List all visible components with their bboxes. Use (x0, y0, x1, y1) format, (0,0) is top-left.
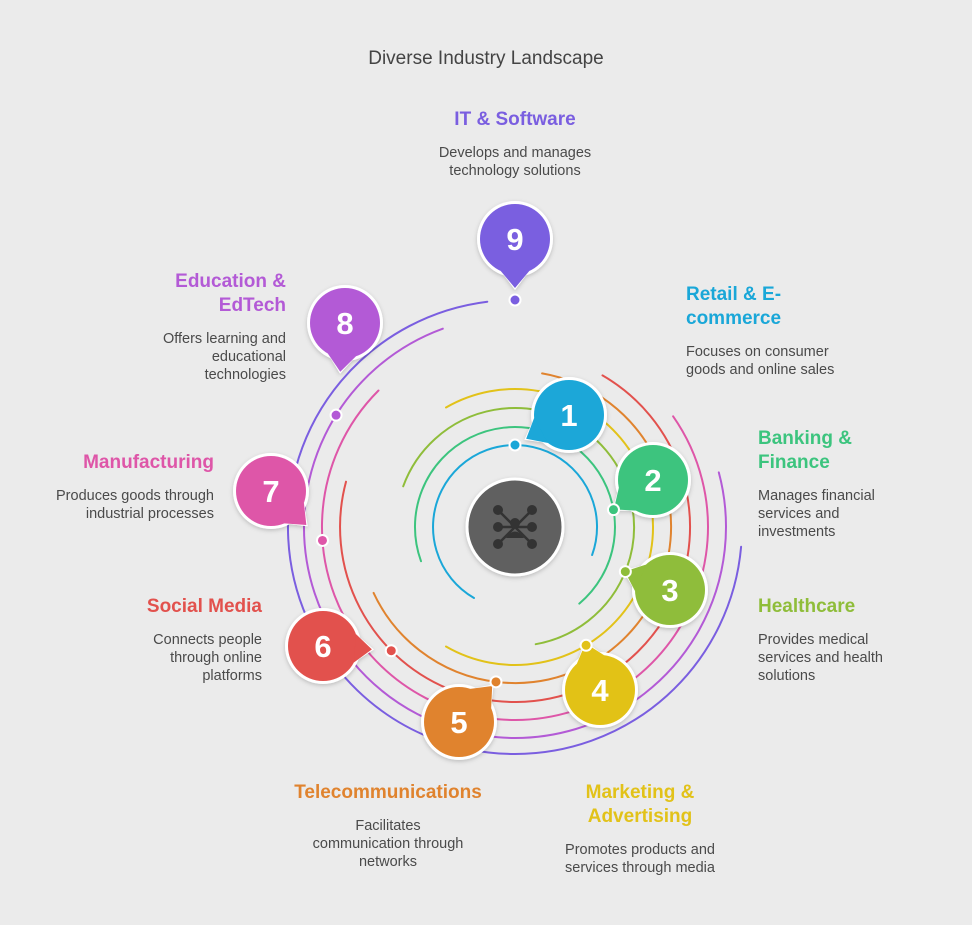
label-heading-1: Retail & E-commerce (686, 284, 782, 329)
step-bubble-3: 3 (622, 552, 708, 628)
step-number-4: 4 (591, 673, 609, 708)
step-bubble-9: 9 (477, 201, 553, 290)
step-number-6: 6 (314, 629, 331, 664)
step-number-8: 8 (336, 306, 353, 341)
label-heading-7: Manufacturing (83, 452, 214, 473)
label-heading-8: Education &EdTech (175, 271, 286, 316)
step-bubble-6: 6 (285, 608, 374, 684)
step-number-1: 1 (560, 398, 577, 433)
ring-dot-4 (579, 638, 593, 652)
label-heading-2: Banking &Finance (758, 428, 852, 473)
ring-arc-3 (402, 407, 635, 646)
step-bubble-1: 1 (524, 377, 607, 453)
ring-dot-2 (606, 503, 620, 517)
ring-arc-5 (372, 372, 673, 685)
ring-dot-7 (315, 533, 329, 547)
ring-arc-7 (320, 389, 709, 721)
step-number-2: 2 (644, 463, 661, 498)
page-title: Diverse Industry Landscape (368, 48, 604, 69)
step-number-3: 3 (661, 573, 678, 608)
ring-arc-1 (432, 444, 599, 599)
step-number-5: 5 (450, 705, 467, 740)
label-heading-9: IT & Software (454, 109, 576, 130)
step-bubble-5: 5 (421, 684, 497, 760)
label-heading-6: Social Media (146, 596, 262, 617)
label-heading-5: Telecommunications (294, 782, 482, 803)
ring-dot-8 (329, 408, 343, 422)
step-bubble-8: 8 (307, 285, 383, 374)
step-bubble-2: 2 (612, 442, 691, 518)
ring-arc-4 (445, 388, 655, 666)
label-heading-4: Marketing &Advertising (585, 782, 695, 827)
ring-dot-3 (618, 565, 632, 579)
step-bubble-4: 4 (562, 641, 638, 728)
ring-dot-6 (384, 644, 398, 658)
step-bubble-7: 7 (233, 453, 309, 529)
ring-arc-8 (303, 327, 727, 739)
step-number-7: 7 (262, 474, 279, 509)
network-hub-icon (465, 477, 565, 577)
step-number-9: 9 (506, 222, 523, 257)
ring-dot-1 (508, 438, 522, 452)
ring-arc-9 (287, 300, 743, 756)
ring-dot-5 (489, 675, 503, 689)
label-heading-3: Healthcare (758, 596, 856, 617)
ring-dot-9 (508, 293, 522, 307)
